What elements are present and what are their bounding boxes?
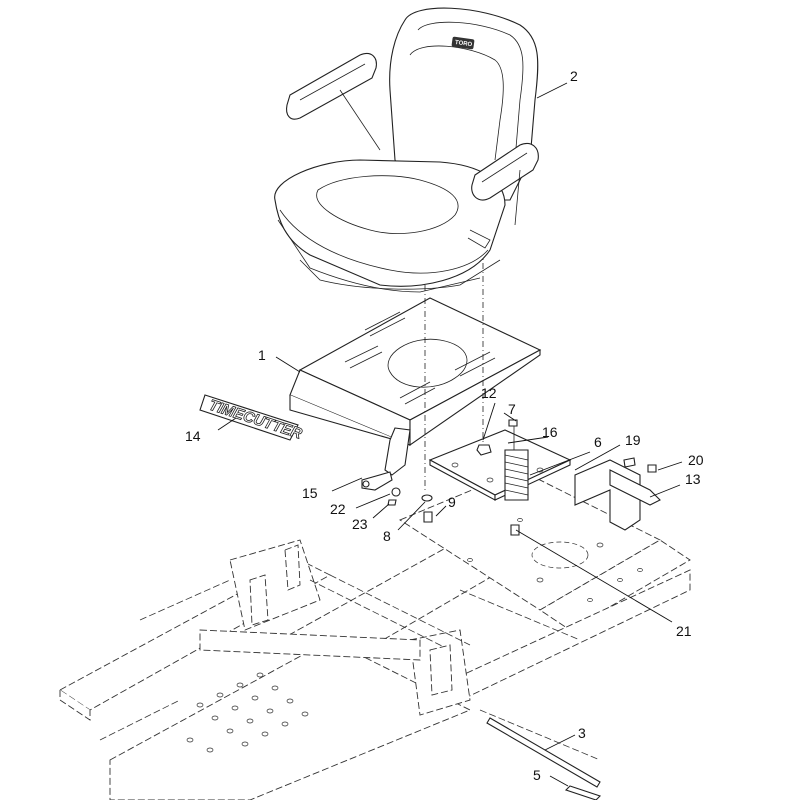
callout-16: 16 <box>542 424 558 440</box>
callouts: 1 2 3 5 6 7 8 9 12 13 14 15 16 19 20 21 … <box>185 68 704 783</box>
callout-15: 15 <box>302 485 318 501</box>
callout-3: 3 <box>578 725 586 741</box>
callout-7: 7 <box>508 401 516 417</box>
timecutter-decal: TIMECUTTER <box>199 394 305 443</box>
callout-2: 2 <box>570 68 578 84</box>
part-3-rod <box>486 717 602 800</box>
right-mount-bracket <box>574 459 661 531</box>
seat-logo: TORO <box>455 40 473 48</box>
callout-19: 19 <box>625 432 641 448</box>
seat-mounting-plate <box>289 297 542 447</box>
callout-9: 9 <box>448 494 456 510</box>
seat-latch-bracket <box>361 427 411 491</box>
suspension-plate <box>428 429 572 501</box>
callout-21: 21 <box>676 623 692 639</box>
callout-13: 13 <box>685 471 701 487</box>
leader-lines <box>217 82 683 787</box>
callout-6: 6 <box>594 434 602 450</box>
callout-5: 5 <box>533 767 541 783</box>
hardware <box>387 419 657 536</box>
spring <box>504 425 529 501</box>
chassis-frame <box>59 469 691 800</box>
callout-20: 20 <box>688 452 704 468</box>
callout-22: 22 <box>330 501 346 517</box>
seat: TORO <box>274 7 539 293</box>
plate-hole-grid <box>186 672 309 753</box>
callout-23: 23 <box>352 516 368 532</box>
alignment-lines <box>424 250 484 490</box>
callout-14: 14 <box>185 428 201 444</box>
callout-1: 1 <box>258 347 266 363</box>
callout-8: 8 <box>383 528 391 544</box>
callout-12: 12 <box>481 385 497 401</box>
